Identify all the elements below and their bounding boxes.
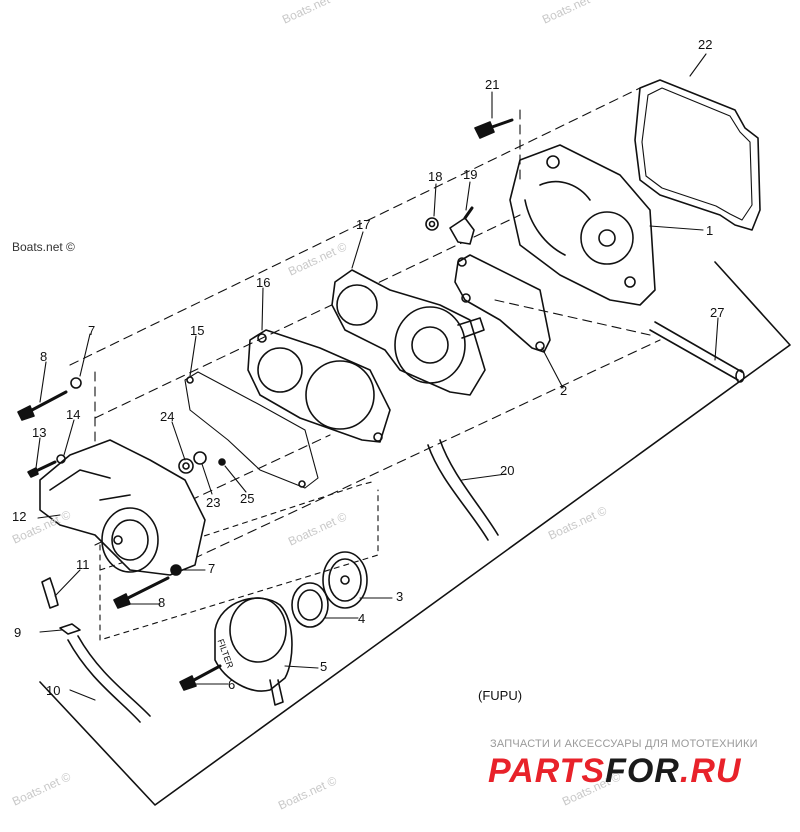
callout-5: 5 bbox=[320, 659, 328, 674]
group-bracket bbox=[39, 261, 791, 806]
callout-11: 11 bbox=[76, 557, 90, 572]
part-27-tube bbox=[649, 321, 743, 381]
brand-tagline: ЗАПЧАСТИ И АКСЕССУАРЫ ДЛЯ МОТОТЕХНИКИ bbox=[490, 738, 758, 750]
callout-3: 3 bbox=[396, 589, 404, 604]
callout-6: 6 bbox=[228, 677, 236, 692]
callout-7-lower: 7 bbox=[208, 561, 216, 576]
callout-17: 17 bbox=[356, 217, 371, 232]
callout-20: 20 bbox=[500, 463, 515, 478]
callout-25: 25 bbox=[240, 491, 255, 506]
part-6-screw bbox=[179, 664, 222, 691]
callout-13: 13 bbox=[32, 425, 47, 440]
part-15-gasket bbox=[184, 371, 319, 489]
brand-logo: PARTSFOR.RU bbox=[488, 752, 741, 791]
brand-logo-part2: FOR bbox=[605, 752, 680, 790]
callout-9: 9 bbox=[14, 625, 22, 640]
callout-1: 1 bbox=[706, 223, 714, 238]
part-14-washer bbox=[56, 454, 66, 464]
part-10-hose bbox=[67, 635, 151, 723]
callout-23: 23 bbox=[206, 495, 221, 510]
brand-logo-part3: .RU bbox=[679, 752, 742, 790]
callout-2: 2 bbox=[560, 383, 568, 398]
part-21-bolt bbox=[474, 118, 514, 139]
callout-12: 12 bbox=[12, 509, 27, 524]
callout-16: 16 bbox=[256, 275, 271, 290]
part-19-elbow-fitting bbox=[449, 206, 475, 245]
part-24-washer bbox=[178, 458, 194, 474]
part-17-pump-body bbox=[331, 269, 486, 396]
callout-8-lower: 8 bbox=[158, 595, 166, 610]
callout-8-upper: 8 bbox=[40, 349, 48, 364]
callout-7-upper: 7 bbox=[88, 323, 96, 338]
part-16-gasket bbox=[247, 329, 391, 443]
group-label-fupu: (FUPU) bbox=[478, 688, 523, 703]
part-5-filter-cup bbox=[214, 597, 293, 706]
callout-21: 21 bbox=[485, 77, 500, 92]
part-11-fitting bbox=[41, 577, 59, 609]
callout-15: 15 bbox=[190, 323, 205, 338]
part-13-bolt bbox=[27, 460, 57, 478]
part-4-o-ring bbox=[291, 582, 329, 628]
callout-18: 18 bbox=[428, 169, 443, 184]
part-9-clip bbox=[59, 623, 81, 635]
part-12-housing bbox=[39, 439, 206, 576]
leader-lines bbox=[35, 53, 719, 701]
part-3-screen bbox=[322, 551, 368, 609]
callout-27: 27 bbox=[710, 305, 725, 320]
part-25-screw bbox=[218, 458, 226, 466]
callout-19: 19 bbox=[463, 167, 478, 182]
part-22-gasket bbox=[634, 79, 761, 231]
part-8-bolt-upper bbox=[17, 390, 68, 421]
part-1-pump-cover bbox=[509, 144, 656, 306]
callout-4: 4 bbox=[358, 611, 366, 626]
part-7-washer-upper bbox=[70, 377, 82, 389]
part-20-hose bbox=[427, 439, 499, 541]
brand-logo-part1: PARTS bbox=[488, 752, 606, 790]
callout-10: 10 bbox=[46, 683, 61, 698]
callout-22: 22 bbox=[698, 37, 713, 52]
part-18-nut bbox=[425, 217, 439, 231]
watermark-boats-net: Boats.net © bbox=[12, 240, 75, 254]
callout-24: 24 bbox=[160, 409, 175, 424]
part-23-check-valve bbox=[193, 451, 207, 465]
callout-14: 14 bbox=[66, 407, 81, 422]
